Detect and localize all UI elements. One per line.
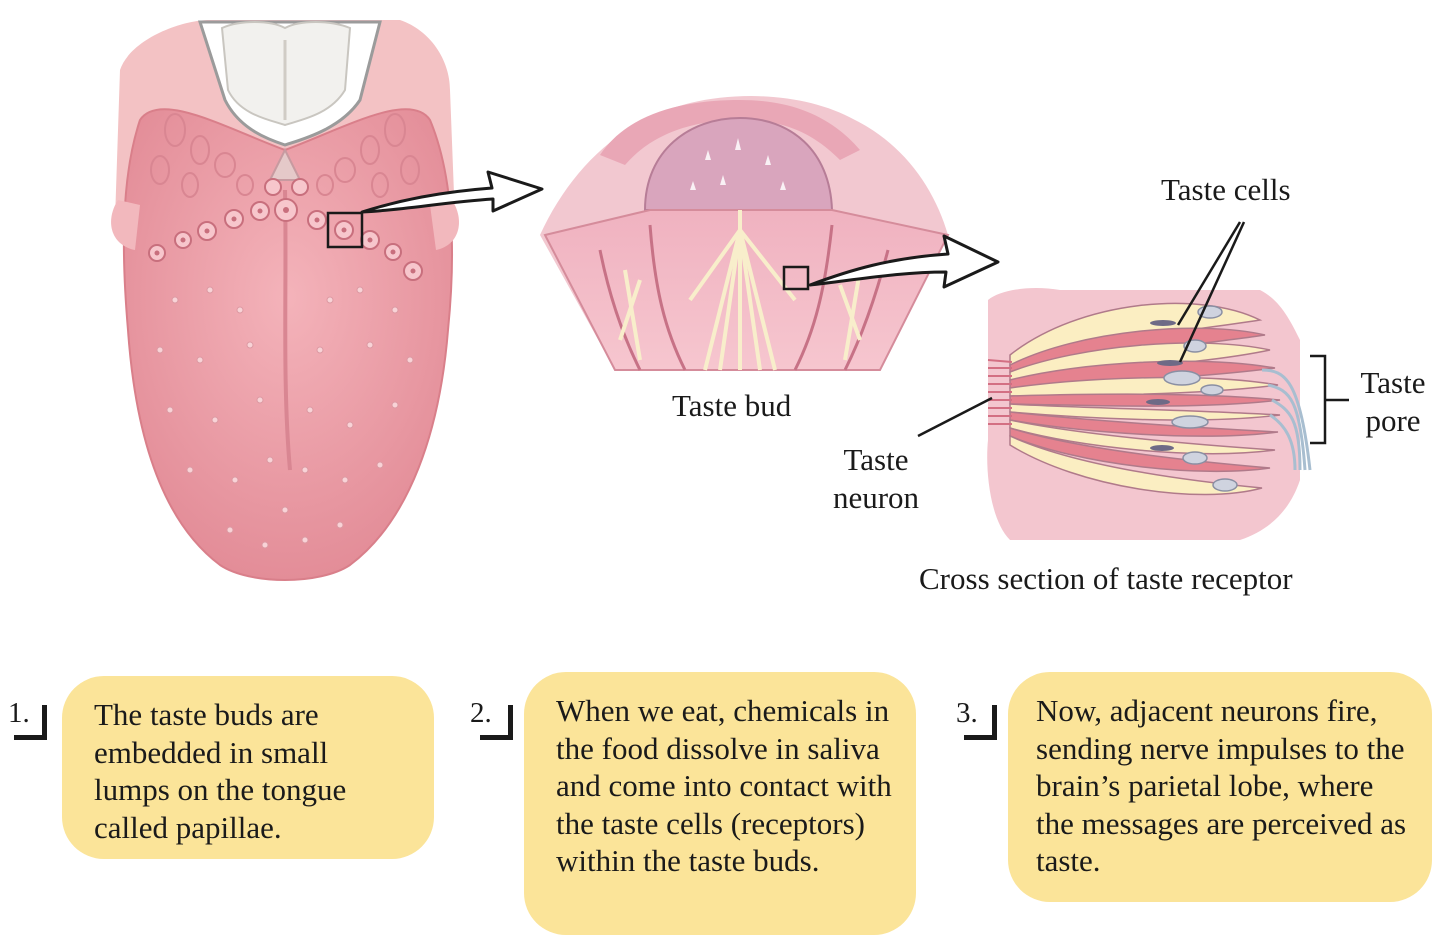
taste-pore-label: Taste pore xyxy=(1360,365,1426,438)
taste-bud-label: Taste bud xyxy=(672,388,792,423)
step-text-box: When we eat, chemicals in the food disso… xyxy=(524,672,916,935)
taste-neuron-label: Taste neuron xyxy=(832,442,920,515)
zoom-arrow-1 xyxy=(360,170,544,214)
step-number: 1. xyxy=(8,697,30,729)
taste-cells-leader-1 xyxy=(1176,221,1242,326)
taste-cells-leader-2 xyxy=(1178,221,1246,363)
step-text-box: Now, adjacent neurons fire, sending nerv… xyxy=(1008,672,1432,902)
step-text-box: The taste buds are embedded in small lum… xyxy=(62,676,434,859)
taste-cell-highlight-box xyxy=(782,265,810,291)
taste-cells-label: Taste cells xyxy=(1161,172,1291,207)
papilla-highlight-box xyxy=(326,211,364,249)
taste-receptor-cross-section xyxy=(987,288,1312,540)
step-bracket xyxy=(480,705,513,740)
step-number: 3. xyxy=(956,697,978,729)
zoom-arrow-2 xyxy=(808,234,1000,289)
step-number: 2. xyxy=(470,697,492,729)
taste-bud-illustration xyxy=(540,96,950,371)
step-bracket xyxy=(14,705,47,740)
tongue-illustration xyxy=(111,20,459,581)
taste-neuron-leader xyxy=(917,396,993,438)
cross-section-caption: Cross section of taste receptor xyxy=(919,561,1293,596)
taste-pore-bracket xyxy=(1310,354,1327,445)
step-bracket xyxy=(964,705,997,740)
